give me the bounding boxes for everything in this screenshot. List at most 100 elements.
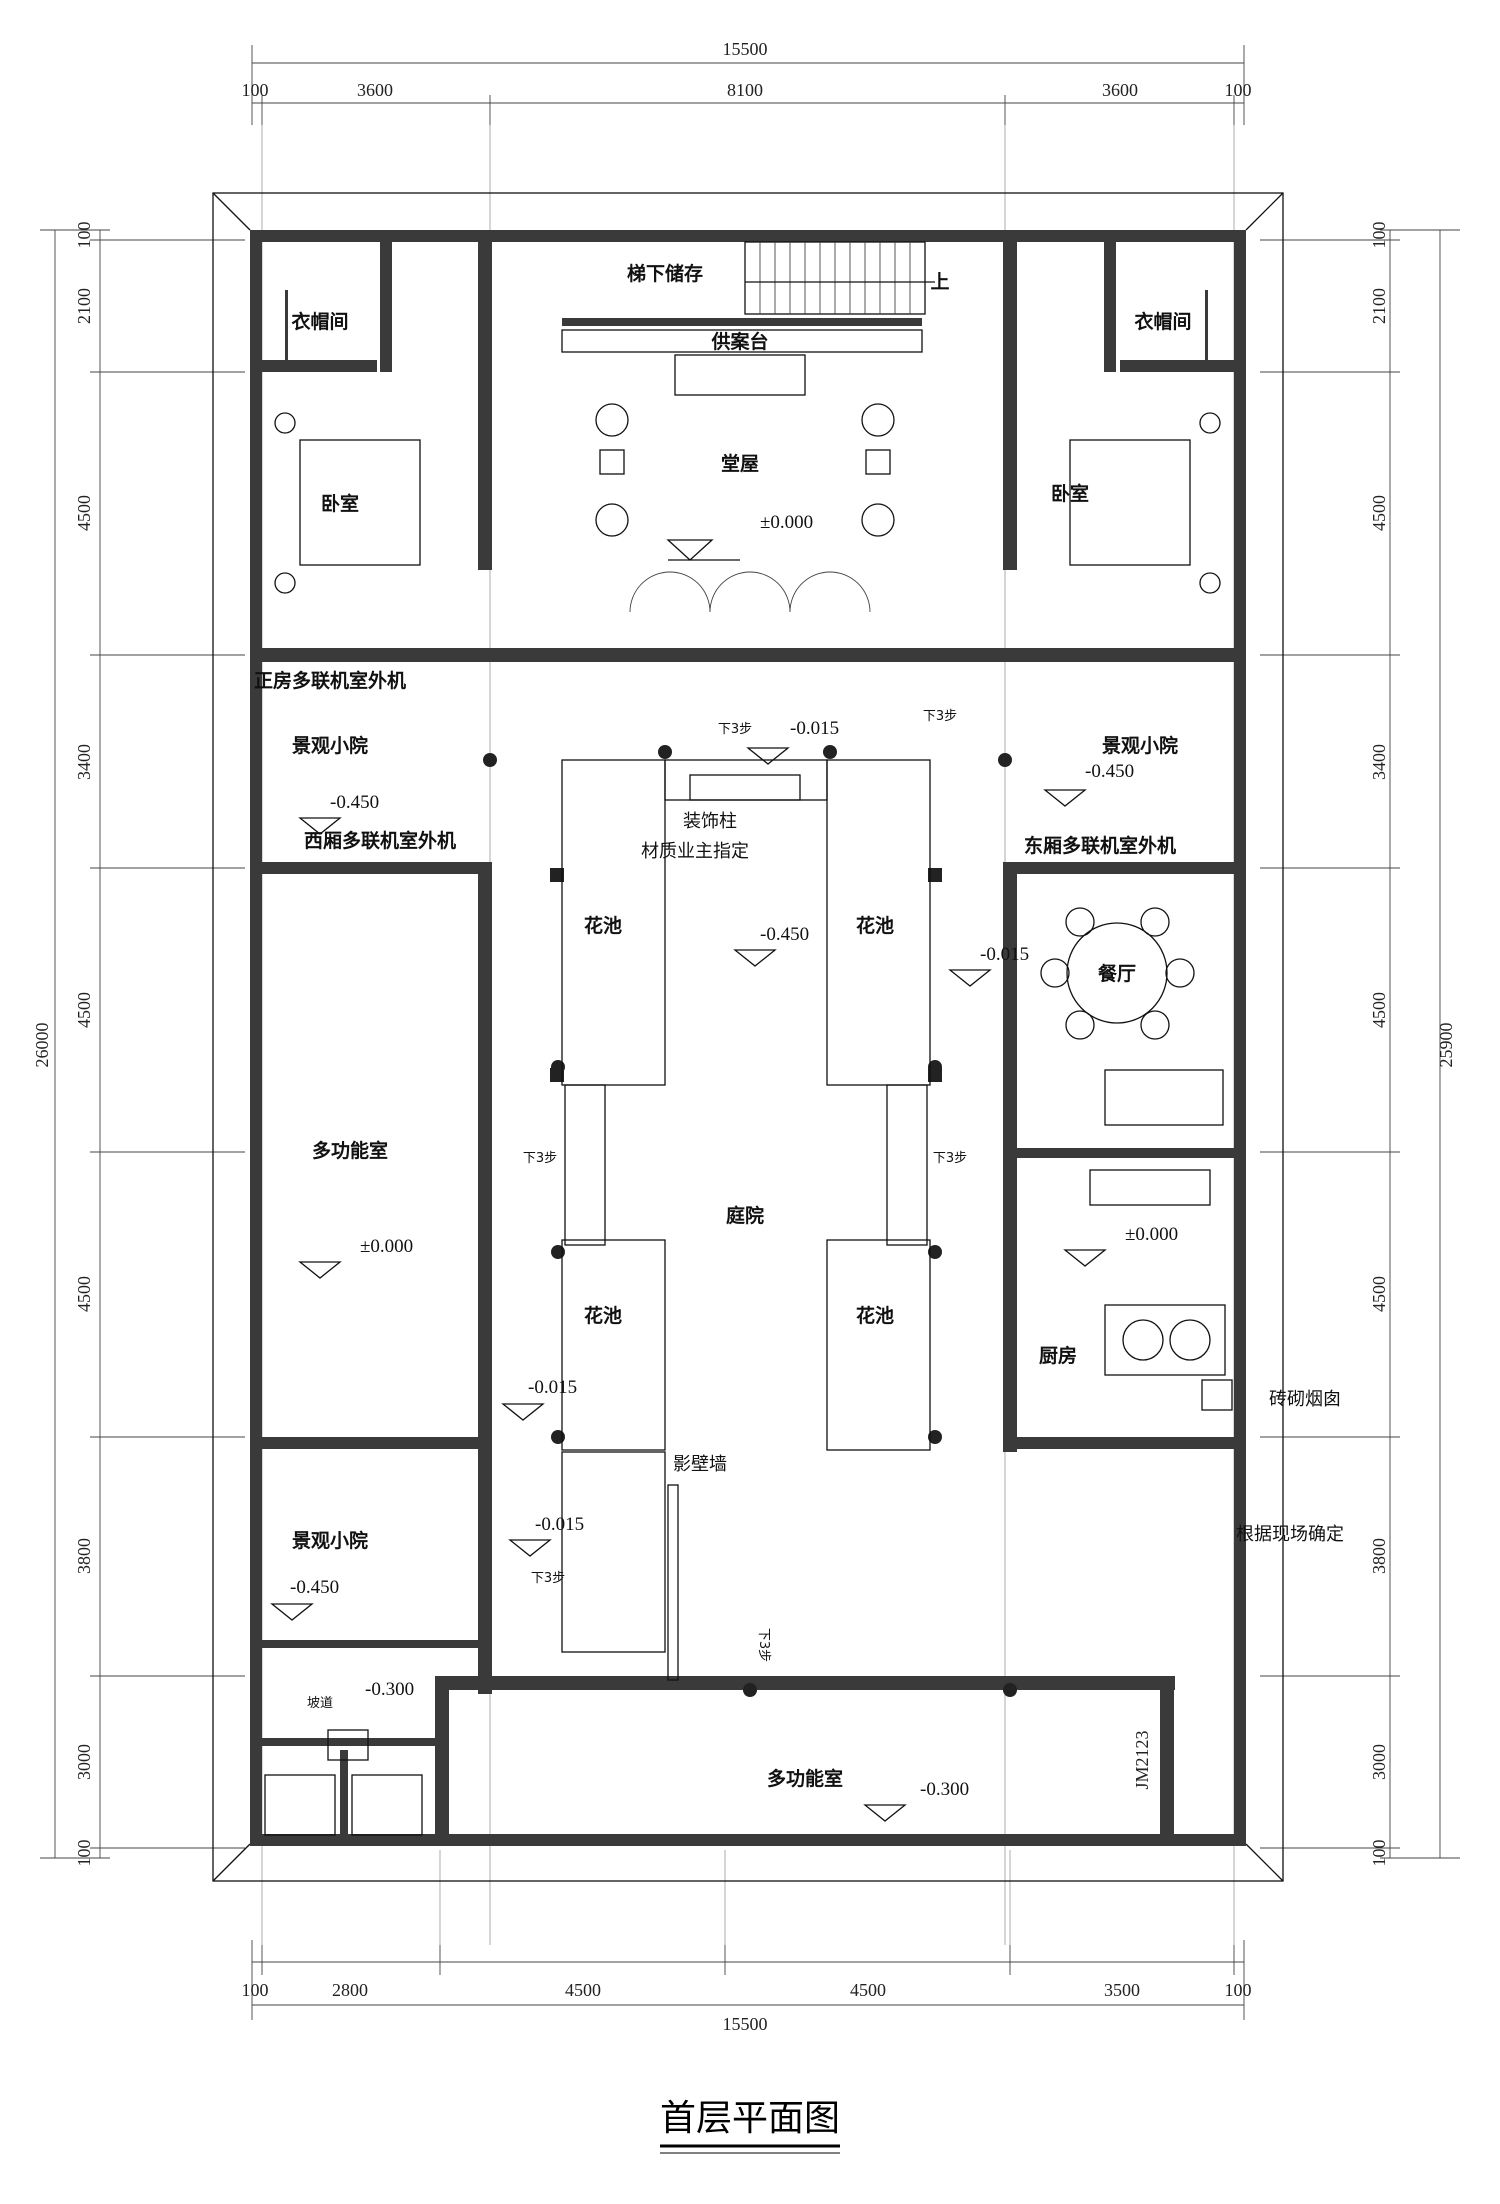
material-note-label: 材质业主指定 bbox=[641, 841, 749, 862]
site-note-label: 根据现场确定 bbox=[1236, 1524, 1344, 1545]
right-dim-6: 3800 bbox=[1369, 1538, 1389, 1574]
bottom-dimensions: 100 2800 4500 4500 3500 100 15500 bbox=[242, 1940, 1252, 2034]
flower-beds bbox=[561, 759, 931, 1681]
ac-east-label: 东厢多联机室外机 bbox=[1024, 834, 1176, 857]
bottom-dim-1: 2800 bbox=[332, 1980, 368, 2000]
cloakroom-east-label: 衣帽间 bbox=[1134, 310, 1191, 333]
left-dim-2: 4500 bbox=[74, 495, 94, 531]
altar-table-label: 供案台 bbox=[710, 330, 768, 353]
level-kitchen: ±0.000 bbox=[1125, 1224, 1178, 1245]
bedroom-west-label: 卧室 bbox=[321, 492, 359, 515]
garden-sw-label: 景观小院 bbox=[292, 1529, 368, 1552]
side-rooms-walls bbox=[250, 862, 1246, 1694]
kitchen-fixtures bbox=[1089, 1169, 1233, 1411]
level-courtyard-center: -0.450 bbox=[760, 924, 809, 945]
step-sw: 下3步 bbox=[531, 1571, 565, 1586]
garden-nw-label: 景观小院 bbox=[292, 734, 368, 757]
bottom-dim-4: 3500 bbox=[1104, 1980, 1140, 2000]
roof-outline bbox=[212, 192, 1284, 1882]
level-markers: ±0.000 -0.015 -0.450 -0.450 -0.450 -0.01… bbox=[270, 512, 1178, 1822]
multi-room-west-label: 多功能室 bbox=[312, 1139, 388, 1162]
garden-ne-label: 景观小院 bbox=[1102, 734, 1178, 757]
stair-up-label: 上 bbox=[930, 271, 949, 293]
door-code-label: JM2123 bbox=[1132, 1730, 1152, 1789]
left-dim-4: 4500 bbox=[74, 992, 94, 1028]
level-garden-ne: -0.450 bbox=[1085, 761, 1134, 782]
bottom-dim-3: 4500 bbox=[850, 1980, 886, 2000]
top-dimensions: 15500 100 3600 8100 3600 100 bbox=[242, 39, 1252, 125]
left-dim-7: 3000 bbox=[74, 1744, 94, 1780]
top-dim-3: 3600 bbox=[1102, 80, 1138, 100]
level-multi-west: ±0.000 bbox=[360, 1236, 413, 1257]
flower-bed-nw-label: 花池 bbox=[584, 914, 622, 937]
level-dining-step: -0.015 bbox=[980, 944, 1029, 965]
room-labels: 衣帽间 衣帽间 梯下储存 上 供案台 堂屋 卧室 卧室 正房多联机室外机 景观小… bbox=[254, 262, 1344, 1790]
bottom-dim-0: 100 bbox=[242, 1980, 269, 2000]
step-notes: 下3步 下3步 下3步 下3步 下3步 下3步 bbox=[523, 709, 967, 1662]
dining-label: 餐厅 bbox=[1098, 962, 1136, 985]
ac-main-label: 正房多联机室外机 bbox=[254, 669, 406, 692]
left-dim-8: 100 bbox=[74, 1840, 94, 1867]
top-dim-1: 3600 bbox=[357, 80, 393, 100]
level-multi-south: -0.300 bbox=[920, 1779, 969, 1800]
left-dim-3: 3400 bbox=[74, 744, 94, 780]
left-dim-6: 3800 bbox=[74, 1538, 94, 1574]
flower-bed-se-label: 花池 bbox=[856, 1304, 894, 1327]
right-dim-2: 4500 bbox=[1369, 495, 1389, 531]
right-dim-8: 100 bbox=[1369, 1840, 1389, 1867]
step-left: 下3步 bbox=[523, 1151, 557, 1166]
flower-bed-sw-label: 花池 bbox=[584, 1304, 622, 1327]
right-total-dim: 25900 bbox=[1436, 1023, 1456, 1068]
stair-storage-label: 梯下储存 bbox=[627, 262, 703, 285]
level-court-w: -0.015 bbox=[535, 1514, 584, 1535]
main-hall-label: 堂屋 bbox=[721, 453, 759, 475]
flower-bed-ne-label: 花池 bbox=[856, 914, 894, 937]
left-total-dim: 26000 bbox=[32, 1023, 52, 1068]
right-dim-1: 2100 bbox=[1369, 288, 1389, 324]
plan-title: 首层平面图 bbox=[660, 2098, 840, 2139]
toilets bbox=[264, 1729, 423, 1836]
ac-west-label: 西厢多联机室外机 bbox=[304, 829, 456, 852]
left-dim-1: 2100 bbox=[74, 288, 94, 324]
deco-column-label: 装饰柱 bbox=[683, 811, 737, 832]
main-stair bbox=[744, 241, 935, 315]
level-courtyard-top: -0.015 bbox=[790, 718, 839, 739]
hall-furniture bbox=[561, 329, 923, 613]
top-dim-4: 100 bbox=[1225, 80, 1252, 100]
level-garden-sw: -0.450 bbox=[290, 1577, 339, 1598]
bottom-dim-5: 100 bbox=[1225, 1980, 1252, 2000]
ramp-label: 坡道 bbox=[307, 1696, 333, 1711]
kitchen-label: 厨房 bbox=[1039, 1344, 1077, 1367]
columns bbox=[483, 745, 1017, 1697]
south-building-walls bbox=[262, 1676, 1175, 1846]
step-top-right: 下3步 bbox=[923, 709, 957, 724]
right-dim-5: 4500 bbox=[1369, 1276, 1389, 1312]
bedroom-east-label: 卧室 bbox=[1051, 482, 1089, 505]
bottom-dim-2: 4500 bbox=[565, 1980, 601, 2000]
right-dim-7: 3000 bbox=[1369, 1744, 1389, 1780]
main-house-walls bbox=[250, 230, 1246, 662]
screen-wall-label: 影壁墙 bbox=[673, 1454, 727, 1475]
courtyard-label: 庭院 bbox=[726, 1204, 764, 1227]
left-dim-5: 4500 bbox=[74, 1276, 94, 1312]
step-right: 下3步 bbox=[933, 1151, 967, 1166]
left-dim-0: 100 bbox=[74, 222, 94, 249]
right-dim-3: 3400 bbox=[1369, 744, 1389, 780]
step-south: 下3步 bbox=[756, 1628, 771, 1662]
level-hall: ±0.000 bbox=[760, 512, 813, 533]
step-top-center: 下3步 bbox=[718, 722, 752, 737]
level-ramp: -0.300 bbox=[365, 1679, 414, 1700]
chimney-label: 砖砌烟囱 bbox=[1269, 1389, 1341, 1410]
right-dim-4: 4500 bbox=[1369, 992, 1389, 1028]
cloakroom-west-label: 衣帽间 bbox=[291, 310, 348, 333]
level-garden-nw: -0.450 bbox=[330, 792, 379, 813]
right-dimensions: 25900 100 2100 4500 3400 4500 4500 3800 … bbox=[1260, 222, 1460, 1867]
bottom-total-dim: 15500 bbox=[723, 2014, 768, 2034]
multi-room-south-label: 多功能室 bbox=[767, 1767, 843, 1790]
top-dim-2: 8100 bbox=[727, 80, 763, 100]
left-dimensions: 26000 100 2100 4500 3400 4500 4500 3800 … bbox=[32, 222, 245, 1867]
bedroom-beds bbox=[274, 412, 1221, 594]
level-court-sw: -0.015 bbox=[528, 1377, 577, 1398]
right-dim-0: 100 bbox=[1369, 222, 1389, 249]
